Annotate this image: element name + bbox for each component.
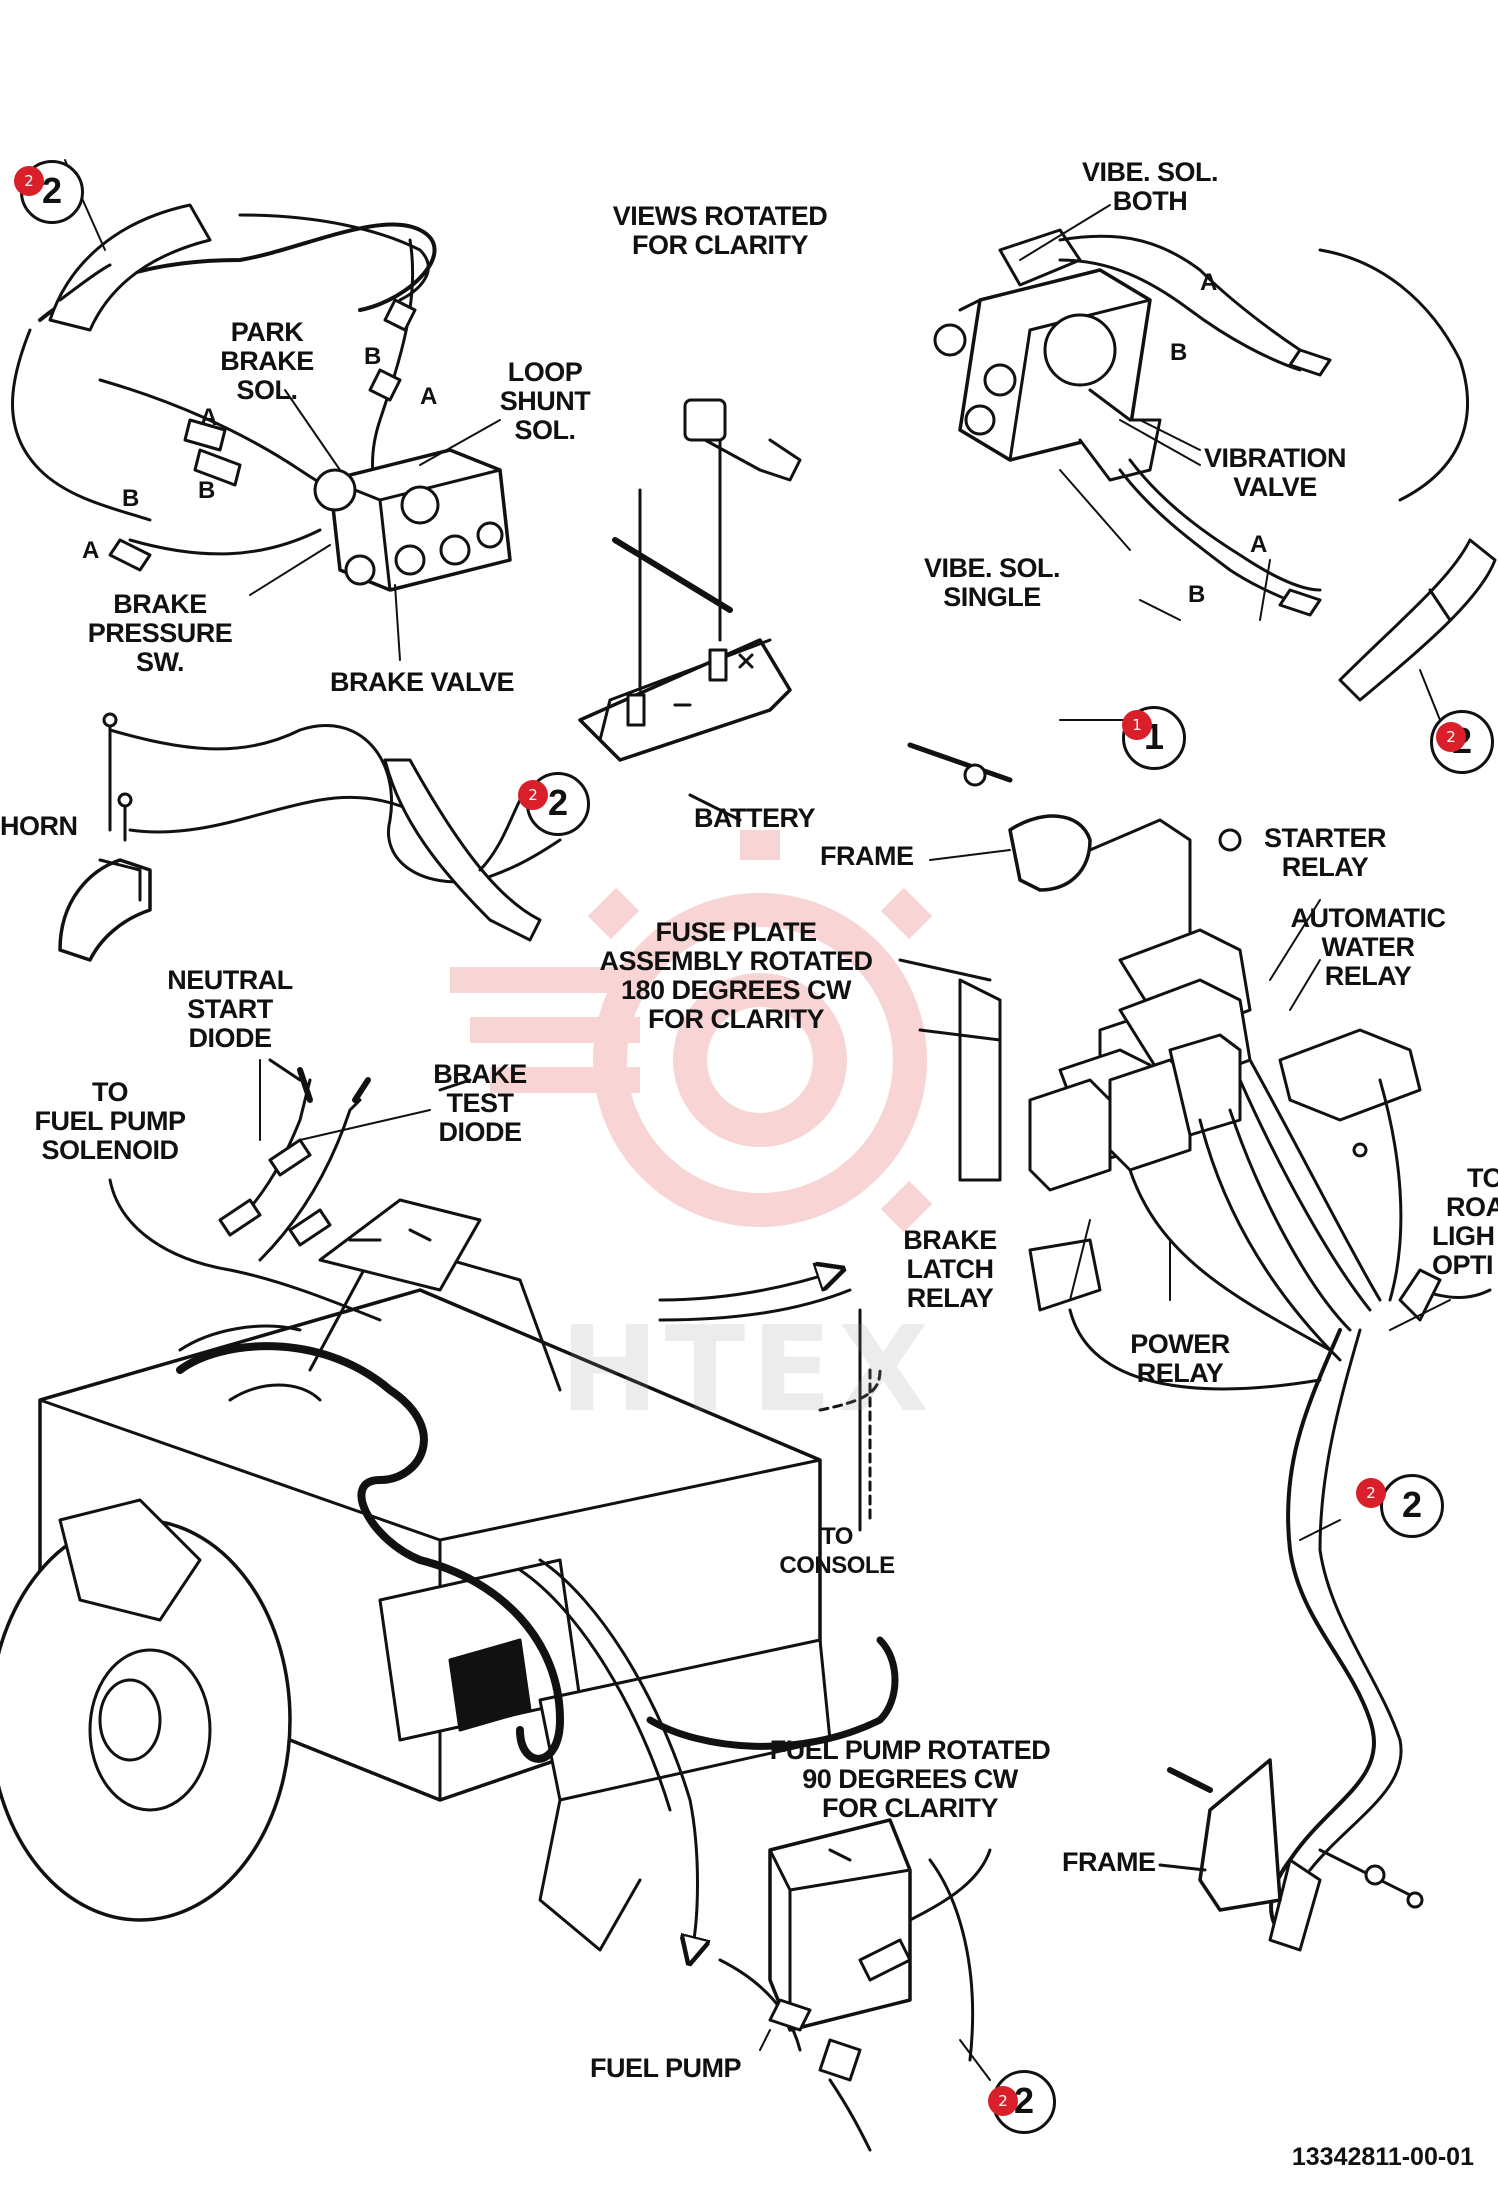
title-line: FOR CLARITY xyxy=(632,230,809,260)
callout-number: 2 xyxy=(1401,1484,1423,1525)
callout-number: 2 xyxy=(547,782,569,823)
label-fuel-pump: FUEL PUMP xyxy=(590,2053,742,2083)
engine-assembly xyxy=(0,1198,832,1952)
callout-badge[interactable]: 2 xyxy=(518,780,548,810)
fuse-plate-assembly xyxy=(898,742,1492,1391)
label-to-road-light: TO ROA LIGH OPTI xyxy=(1432,1163,1498,1280)
callout-badge[interactable]: 2 xyxy=(1356,1478,1386,1508)
label-battery: BATTERY xyxy=(694,803,816,833)
label-starter-relay: STARTER RELAY xyxy=(1264,823,1387,882)
pin-label-b: B xyxy=(122,485,139,512)
label-fuse-plate: FUSE PLATE ASSEMBLY ROTATED 180 DEGREES … xyxy=(599,917,873,1034)
label-horn: HORN xyxy=(0,811,78,841)
label-vibration-valve: VIBRATION VALVE xyxy=(1204,443,1347,502)
battery-detail xyxy=(578,398,802,822)
pin-label-a: A xyxy=(1200,269,1217,296)
title-line: VIEWS ROTATED xyxy=(612,201,828,231)
vibration-valve-detail xyxy=(933,228,1469,617)
pin-label-b: B xyxy=(1188,581,1205,608)
label-vibe-sol-both: VIBE. SOL. BOTH xyxy=(1081,157,1219,216)
label-brake-test-diode: BRAKE TEST DIODE xyxy=(433,1059,527,1147)
pin-label-a: A xyxy=(200,404,217,431)
hose-top-right xyxy=(1338,538,1497,702)
callout-number: 2 xyxy=(1013,2080,1035,2121)
fuel-pump-detail xyxy=(718,1818,992,2152)
frame-bracket-lower xyxy=(1158,1758,1424,1912)
pin-label-a: A xyxy=(1250,531,1267,558)
callout-badge[interactable]: 1 xyxy=(1122,710,1152,740)
label-brake-valve: BRAKE VALVE xyxy=(330,667,515,697)
hose-top-left xyxy=(48,203,212,332)
label-fuel-pump-rotated: FUEL PUMP ROTATED 90 DEGREES CW FOR CLAR… xyxy=(769,1735,1051,1823)
label-brake-latch-relay: BRAKE LATCH RELAY xyxy=(903,1225,997,1313)
pin-label-a: A xyxy=(420,383,437,410)
title-views-rotated: VIEWS ROTATED FOR CLARITY xyxy=(600,202,840,260)
callout-badge[interactable]: 2 xyxy=(988,2086,1018,2116)
flow-arrows xyxy=(518,1270,882,1960)
pin-label-a: A xyxy=(82,537,99,564)
callout-circle: 2 xyxy=(526,772,590,836)
label-neutral-start-diode: NEUTRAL START DIODE xyxy=(167,965,293,1053)
label-loop-shunt-sol: LOOP SHUNT SOL. xyxy=(499,357,591,445)
brake-valve xyxy=(313,448,512,592)
label-vibe-sol-single: VIBE. SOL. SINGLE xyxy=(923,553,1061,612)
pin-label-b: B xyxy=(198,477,215,504)
document-number: 13342811-00-01 xyxy=(1291,2143,1474,2171)
leader-lines-top-right xyxy=(1019,204,1441,721)
leader-lines-top-left xyxy=(64,159,501,661)
label-park-brake-sol: PARK BRAKE SOL. xyxy=(220,317,314,405)
label-brake-pressure-sw: BRAKE PRESSURE SW. xyxy=(87,589,233,677)
callout-badge[interactable]: 2 xyxy=(14,166,44,196)
label-power-relay: POWER RELAY xyxy=(1130,1329,1230,1388)
label-frame-bottom: FRAME xyxy=(1062,1847,1156,1877)
pin-label-b: B xyxy=(364,343,381,370)
pin-label-b: B xyxy=(1170,339,1187,366)
horn-detail xyxy=(58,712,562,962)
diode-harness xyxy=(108,1058,472,1322)
callout-number: 2 xyxy=(41,170,63,211)
engine-harness xyxy=(176,1342,899,1763)
watermark-text: HTEX xyxy=(560,1300,935,1438)
label-automatic-water-relay: AUTOMATIC WATER RELAY xyxy=(1290,903,1446,991)
label-to-fuel-pump-solenoid: TO FUEL PUMP SOLENOID xyxy=(34,1077,186,1165)
connector-pin-labels: A B B A B A A B A B xyxy=(82,269,1267,608)
callout-circle: 2 xyxy=(1380,1474,1444,1538)
main-harness-right xyxy=(1268,1328,1403,1952)
callout-badge[interactable]: 2 xyxy=(1436,722,1466,752)
label-to-console: TO CONSOLE xyxy=(779,1523,895,1579)
label-frame-top: FRAME xyxy=(820,841,914,871)
